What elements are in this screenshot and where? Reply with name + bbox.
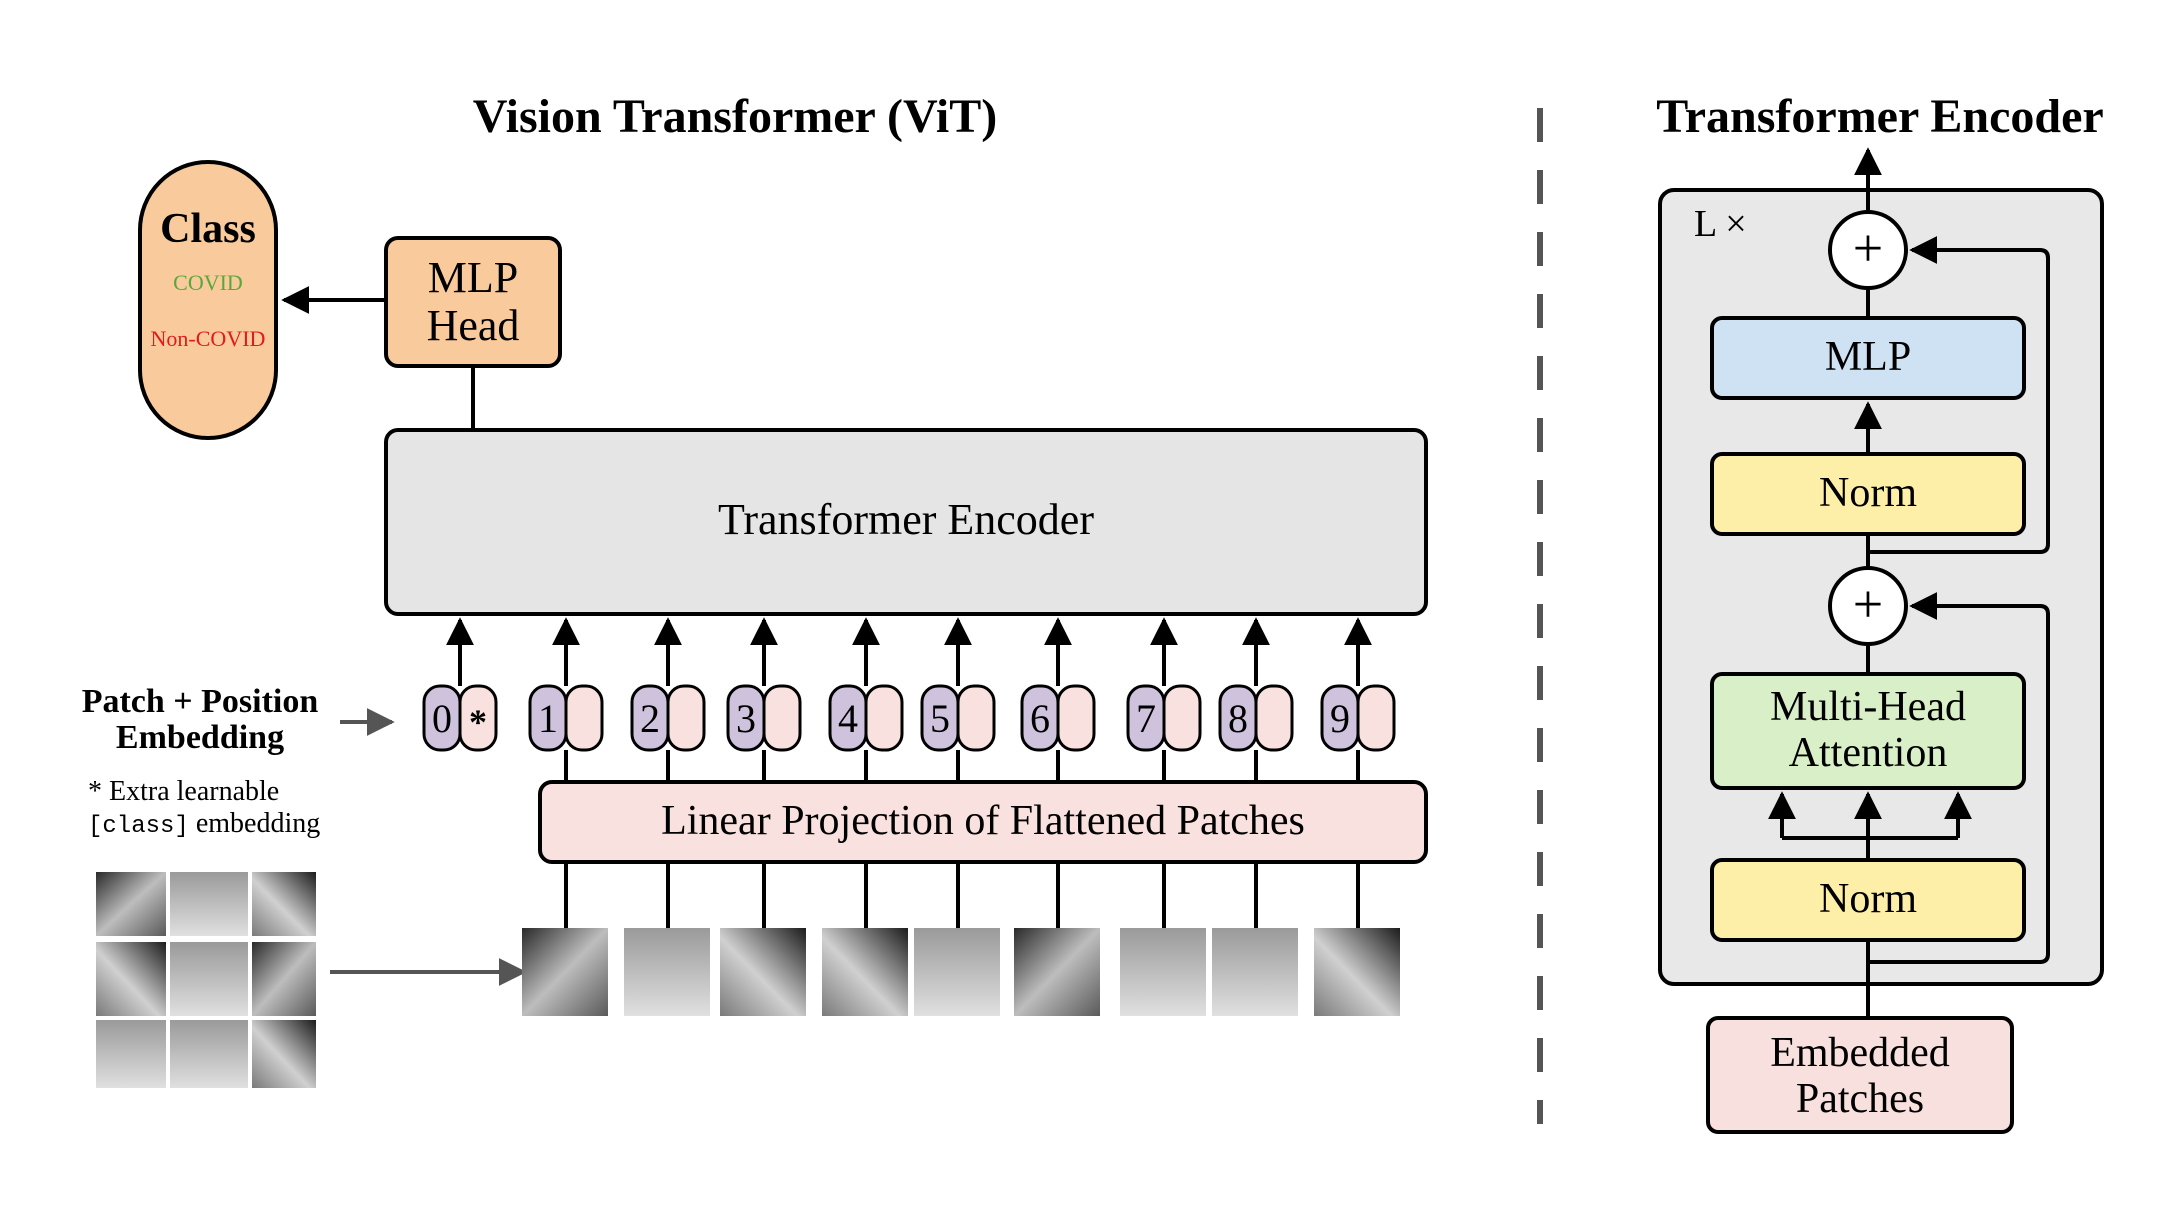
token-8: 8	[1218, 617, 1294, 930]
patch-embedding-0	[458, 684, 498, 752]
position-label-6: 6	[1030, 696, 1050, 741]
patch-embedding-5	[956, 684, 996, 752]
position-label-8: 8	[1228, 696, 1248, 741]
token-4: 4	[828, 617, 904, 930]
mlp-head-line2: Head	[427, 301, 520, 350]
token-5: 5	[920, 617, 996, 930]
residual-add-bottom-label: +	[1853, 574, 1883, 634]
patch-embedding-6	[1056, 684, 1096, 752]
flattened-patch-7	[1120, 928, 1206, 1016]
linear-projection-label: Linear Projection of Flattened Patches	[661, 798, 1305, 844]
transformer-encoder-label: Transformer Encoder	[718, 495, 1094, 544]
patch-embedding-3	[762, 684, 802, 752]
class-label-non-covid: Non-COVID	[151, 326, 266, 351]
class-output-box: Class COVID Non-COVID	[138, 160, 278, 440]
mlp-head-line1: MLP	[428, 253, 518, 302]
grid-patch-4	[96, 942, 166, 1016]
flattened-patch-6	[1014, 928, 1100, 1016]
class-box-shape	[138, 160, 278, 440]
grid-patch-8	[170, 1020, 248, 1088]
patch-position-label-line1: Patch + Position	[82, 683, 319, 720]
token-7: 7	[1126, 617, 1202, 930]
patch-position-label-line2: Embedding	[116, 719, 284, 756]
patch-embedding-1	[564, 684, 604, 752]
flattened-patch-3	[720, 928, 806, 1016]
position-label-5: 5	[930, 696, 950, 741]
patch-embedding-2	[666, 684, 706, 752]
position-label-2: 2	[640, 696, 660, 741]
position-label-1: 1	[538, 696, 558, 741]
flattened-patch-4	[822, 928, 908, 1016]
flattened-patch-2	[624, 928, 710, 1016]
grid-patch-2	[170, 872, 248, 936]
residual-path-attention	[1866, 592, 2050, 1020]
encoder-norm-top-label: Norm	[1819, 470, 1917, 516]
class-token-code: [class]	[88, 813, 189, 840]
vit-title: Vision Transformer (ViT)	[473, 90, 997, 143]
flattened-patch-row	[522, 928, 1400, 1016]
encoder-norm-bottom-label: Norm	[1819, 876, 1917, 922]
token-0: 0*	[422, 617, 498, 752]
flattened-patch-5	[914, 928, 1000, 1016]
token-3: 3	[726, 617, 802, 930]
class-label-covid: COVID	[173, 270, 243, 295]
extra-note-line2: [class] embedding	[88, 808, 320, 840]
embedded-patches-box	[1706, 1016, 2014, 1134]
extra-note-suffix: embedding	[189, 808, 320, 839]
token-6: 6	[1020, 617, 1096, 930]
grid-patch-6	[252, 942, 316, 1016]
encoder-attention-box	[1710, 672, 2026, 790]
token-1: 1	[528, 617, 604, 930]
attention-qkv-arrows	[1768, 791, 1972, 860]
grid-patch-5	[170, 942, 248, 1016]
repeat-label: L ×	[1694, 203, 1747, 245]
position-label-9: 9	[1330, 696, 1350, 741]
position-label-3: 3	[736, 696, 756, 741]
grid-patch-1	[96, 872, 166, 936]
transformer-encoder-shape	[384, 428, 1428, 616]
linear-projection-shape	[538, 780, 1428, 864]
grid-patch-9	[252, 1020, 316, 1088]
patch-embedding-4	[864, 684, 904, 752]
encoder-attention-line1: Multi-Head	[1770, 684, 1966, 730]
encoder-detail-title: Transformer Encoder	[1656, 90, 2103, 143]
token-2: 2	[630, 617, 706, 930]
extra-note-line1: * Extra learnable	[88, 776, 279, 807]
patch-embedding-8	[1254, 684, 1294, 752]
flattened-patch-1	[522, 928, 608, 1016]
flattened-patch-9	[1314, 928, 1400, 1016]
mlp-head-box: MLP Head	[384, 236, 562, 368]
position-label-4: 4	[838, 696, 858, 741]
patch-embedding-9	[1356, 684, 1396, 752]
encoder-mlp-label: MLP	[1825, 334, 1911, 380]
encoder-mlp-box	[1710, 316, 2026, 400]
embedded-patches-line2: Patches	[1796, 1076, 1924, 1122]
position-label-7: 7	[1136, 696, 1156, 741]
grid-patch-3	[252, 872, 316, 936]
linear-projection-box: Linear Projection of Flattened Patches	[538, 780, 1428, 864]
flattened-patch-8	[1212, 928, 1298, 1016]
extra-class-marker: *	[469, 702, 487, 742]
transformer-encoder-box: Transformer Encoder	[384, 428, 1428, 616]
embedded-patches-line1: Embedded	[1770, 1030, 1950, 1076]
patch-embedding-7	[1162, 684, 1202, 752]
residual-path-mlp	[1866, 236, 2050, 562]
encoder-attention-line2: Attention	[1789, 730, 1948, 776]
input-image-grid	[96, 872, 316, 1088]
position-label-0: 0	[432, 696, 452, 741]
token-9: 9	[1320, 617, 1396, 930]
grid-patch-7	[96, 1020, 166, 1088]
residual-add-top-label: +	[1853, 218, 1883, 278]
class-box-title: Class	[160, 206, 256, 252]
